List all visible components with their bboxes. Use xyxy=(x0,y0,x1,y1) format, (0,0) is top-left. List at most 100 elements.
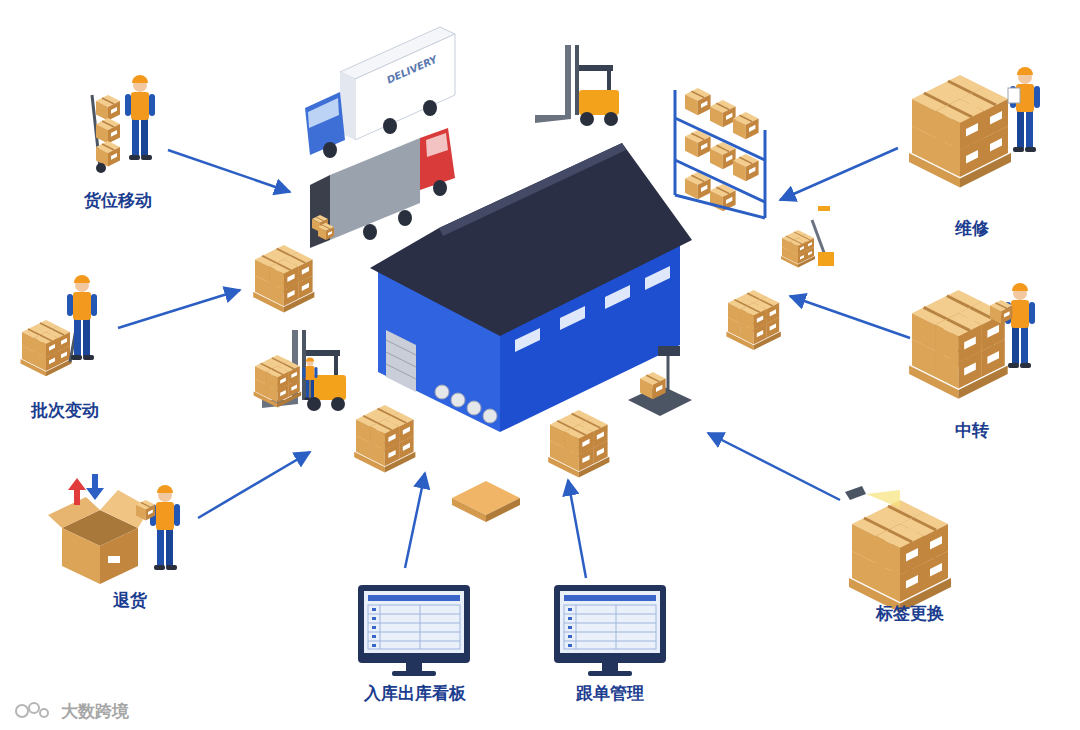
truck-wheel xyxy=(323,142,337,158)
box-icon xyxy=(136,500,155,520)
rack-shelf xyxy=(675,118,765,160)
pallet-right xyxy=(486,498,520,522)
box-icon xyxy=(96,95,120,121)
rack-post xyxy=(764,130,767,218)
transit-group xyxy=(909,283,1035,399)
scanner-beam xyxy=(866,490,900,508)
rack-frame xyxy=(675,90,765,218)
pallet-stack xyxy=(849,500,951,613)
box-icon xyxy=(990,300,1012,324)
ac-fan xyxy=(435,385,449,399)
process-label: 跟单管理 xyxy=(576,683,644,703)
hand-truck-wheel xyxy=(96,163,106,173)
worker-figure xyxy=(125,75,155,160)
return-arrow-down xyxy=(86,474,104,500)
delivery-truck xyxy=(305,27,455,158)
scale-display xyxy=(658,346,680,356)
truck-box xyxy=(355,34,455,140)
process-label: 退货 xyxy=(113,590,147,610)
container-truck xyxy=(310,128,455,248)
truck-wheel xyxy=(363,224,377,240)
roller-door xyxy=(386,330,416,392)
truck-wheel xyxy=(433,180,447,196)
roof-ridge xyxy=(439,143,626,236)
watermark-logo xyxy=(16,703,48,717)
worker-figure xyxy=(67,275,97,360)
jack-grip xyxy=(818,206,830,211)
empty-pallet xyxy=(452,481,520,522)
clipboard xyxy=(1008,88,1020,103)
window xyxy=(560,306,585,330)
relabel-group xyxy=(845,486,951,613)
flow-arrow xyxy=(405,473,425,568)
ac-fan xyxy=(467,401,481,415)
logo-ring xyxy=(16,705,28,717)
box-icon xyxy=(96,141,120,167)
monitor-icon xyxy=(358,585,470,676)
worker-figure xyxy=(1005,283,1035,368)
box-right xyxy=(100,528,138,584)
process-label: 维修 xyxy=(955,218,989,238)
box-icon xyxy=(733,154,759,181)
logo-ring xyxy=(40,709,48,717)
process-label: 中转 xyxy=(955,420,989,440)
hand-truck-group xyxy=(92,75,155,173)
flow-arrow xyxy=(168,150,290,192)
truck-wheel xyxy=(398,210,412,226)
scale-post xyxy=(667,355,670,392)
box-left xyxy=(62,528,100,584)
pallet-left xyxy=(452,498,486,522)
logo-ring xyxy=(29,703,39,713)
pallet-jack-group xyxy=(21,275,98,376)
door-slat xyxy=(386,364,416,379)
barcode-scanner xyxy=(845,486,866,500)
window xyxy=(645,266,670,290)
box-icon xyxy=(640,372,666,399)
door-slat xyxy=(386,340,416,355)
flow-arrow xyxy=(790,296,910,338)
box-icon xyxy=(96,118,120,144)
repair-group xyxy=(909,67,1040,188)
box-icon xyxy=(685,88,711,115)
window xyxy=(515,328,540,352)
flow-arrow xyxy=(118,290,240,328)
rack-post xyxy=(674,90,677,195)
truck-windshield xyxy=(308,98,339,128)
box-icon xyxy=(318,223,334,240)
watermark: 大数跨境 xyxy=(61,701,129,721)
worker-figure xyxy=(303,358,318,401)
truck-wheel xyxy=(383,118,397,134)
pallet-stack xyxy=(254,355,302,408)
forklift-icon xyxy=(535,45,619,126)
pallet-jack xyxy=(781,206,834,268)
container-side xyxy=(330,138,420,240)
pallet-stack xyxy=(21,320,72,376)
ac-fan xyxy=(483,409,497,423)
weighing-scale xyxy=(628,346,692,416)
box-icon xyxy=(733,112,759,139)
rack-shelf xyxy=(675,160,765,202)
worker-figure xyxy=(150,485,180,570)
pallet-stack xyxy=(354,405,415,473)
flow-arrow xyxy=(780,148,898,200)
process-label: 货位移动 xyxy=(84,190,152,210)
box-icon xyxy=(710,100,736,127)
truck-wheel xyxy=(423,100,437,116)
jack-body xyxy=(818,252,834,266)
return-arrow-up xyxy=(68,478,86,505)
storage-rack xyxy=(675,88,765,218)
process-label: 入库出库看板 xyxy=(364,683,466,703)
pallet-stack xyxy=(548,410,609,478)
process-label: 标签更换 xyxy=(876,603,944,623)
pallet-stack xyxy=(253,245,314,313)
truck-window xyxy=(426,133,448,157)
rack-shelf xyxy=(675,195,765,218)
worker-figure xyxy=(1010,67,1040,152)
ac-fan xyxy=(451,393,465,407)
pallet-stack xyxy=(781,230,815,268)
flow-arrow xyxy=(708,433,840,500)
door-slat xyxy=(386,352,416,367)
process-label: 批次变动 xyxy=(31,400,99,420)
flow-arrow xyxy=(198,452,310,518)
